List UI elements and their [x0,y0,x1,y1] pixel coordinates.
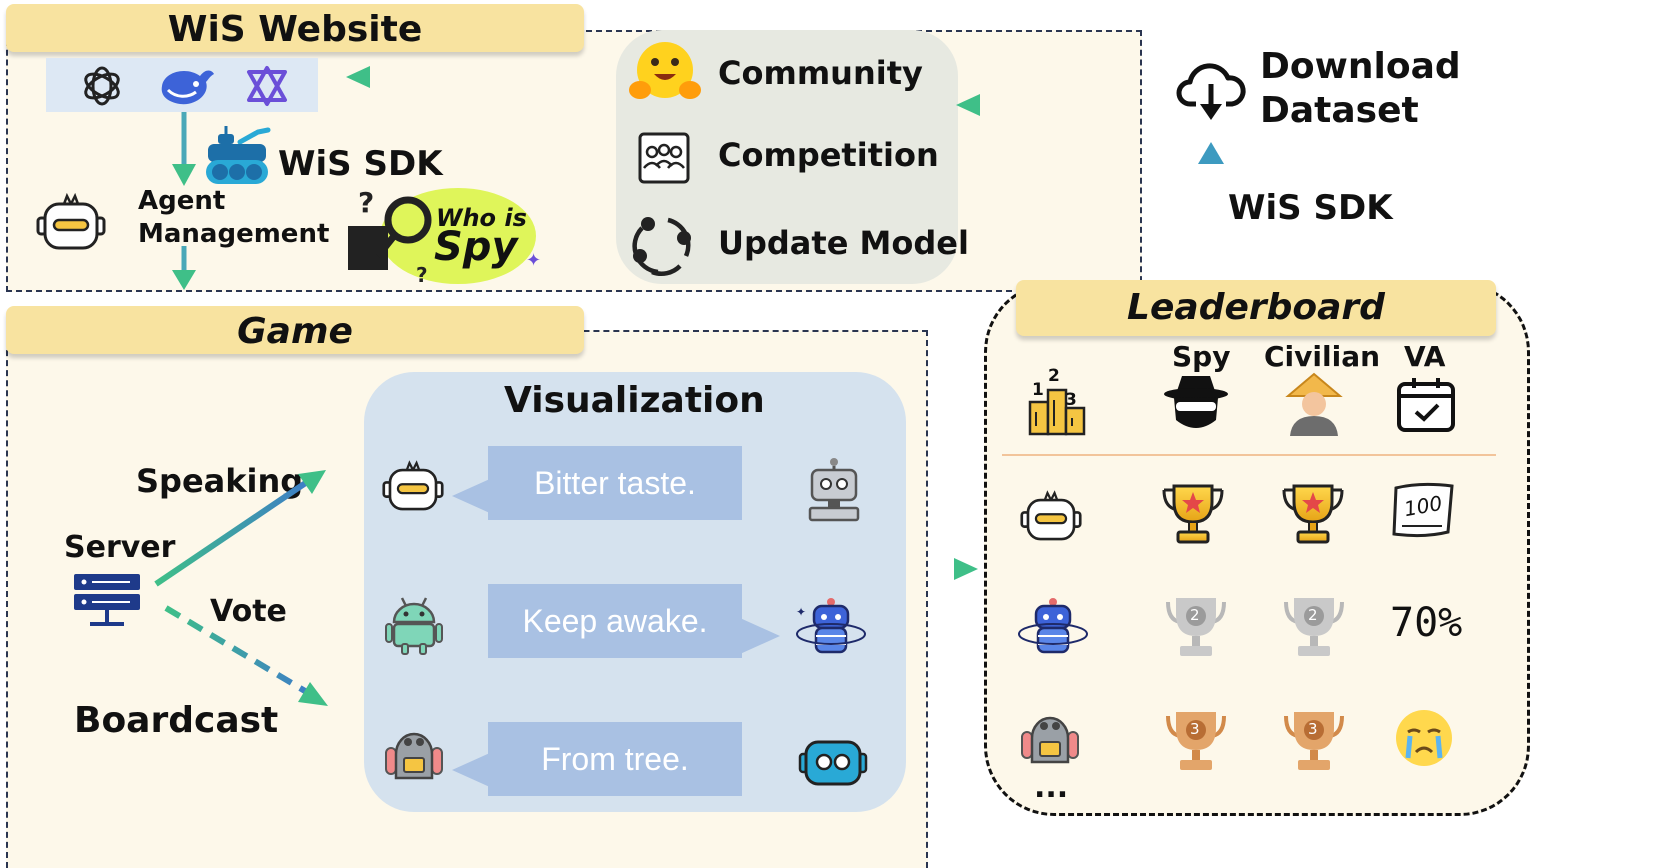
game-title: Game [6,306,584,354]
crying-emoji-icon [1396,710,1452,766]
column-va: VA [1404,340,1446,373]
right-sdk-label: WiS SDK [1228,188,1393,228]
android-robot-icon [385,597,443,655]
download-line2: Dataset [1260,90,1419,131]
website-sdk-label: WiS SDK [278,144,443,184]
download-line1: Download [1260,46,1461,87]
row3-spy-bronze-trophy: 3 [1164,708,1228,772]
who-is-spy-logo: ? ? ✦ Who is Spy [348,184,544,287]
visualization-title: Visualization [504,380,765,421]
arrow-leaderboard-to-download [1198,142,1224,272]
svg-text:✦: ✦ [526,250,541,271]
update-model-label: Update Model [718,224,969,262]
grey-robot-icon [808,458,860,522]
svg-text:?: ? [358,186,374,219]
message-bubble-2: Keep awake. [488,584,742,658]
logo-line1: Who is [436,204,527,232]
arrow-game-to-leaderboard [906,558,978,580]
podium-rank-3: 3 [1065,390,1077,410]
svg-text:?: ? [416,263,428,287]
row1-civilian-gold-trophy-icon [1282,484,1344,544]
svg-text:✦: ✦ [796,605,806,619]
row1-va-score: 100 [1390,480,1460,542]
broadcast-label: Boardcast [74,700,279,741]
row2-spy-rank: 2 [1190,606,1200,624]
competition-label: Competition [718,136,939,174]
leaderboard-title: Leaderboard [1016,280,1496,336]
row2-spy-silver-trophy: 2 [1164,594,1228,658]
hugging-face-icon [629,42,701,99]
podium-rank-1: 1 [1032,380,1044,400]
arrow-download-to-community [956,94,1176,116]
vote-label: Vote [210,594,287,629]
website-title: WiS Website [6,4,584,52]
qwen-icon [247,66,287,106]
arrow-vote [164,605,328,706]
podium-rank-2: 2 [1048,366,1060,386]
agent-management-line2: Management [138,219,330,249]
message-bubble-1: Bitter taste. [488,446,742,520]
row1-spy-gold-trophy-icon [1162,484,1224,544]
logo-line2: Spy [434,224,518,270]
bubble-tail-2 [740,618,780,654]
row2-va-value: 70% [1390,600,1463,646]
calendar-check-icon [1397,378,1455,432]
sdk-robot-icon [206,126,271,184]
row3-civilian-rank: 3 [1308,720,1318,738]
team-icon [638,132,690,184]
row2-agent-icon [1018,598,1088,654]
deepseek-whale-icon [161,70,214,105]
openai-icon [84,66,120,106]
arrow-speaking [154,470,326,587]
yellow-robot-icon [382,460,444,511]
row2-civilian-rank: 2 [1308,606,1318,624]
row3-agent-icon [1021,716,1079,764]
agent-management-line1: Agent [138,186,226,216]
message-bubble-3: From tree. [488,722,742,796]
header-divider [1002,454,1496,456]
cyan-robot-icon [798,740,868,786]
podium-icon: 2 1 3 [1028,366,1086,436]
row1-agent-icon [1020,490,1082,541]
server-icon [74,574,140,626]
blue-astro-robot-icon: ✦ [796,598,866,654]
row3-civilian-bronze-trophy: 3 [1282,708,1346,772]
column-civilian: Civilian [1264,340,1381,373]
community-label: Community [718,54,923,92]
arrow-community-to-website [346,66,610,88]
astronaut-robot-icon [385,732,443,780]
cloud-download-icon [1176,63,1246,120]
civilian-icon [1285,372,1343,436]
agent-robot-icon [36,192,106,250]
bubble-tail-3 [452,752,492,788]
leaderboard-more: ... [1034,770,1069,805]
speaking-label: Speaking [136,462,304,500]
column-spy: Spy [1172,340,1231,373]
row3-spy-rank: 3 [1190,720,1200,738]
arrow-logos-down [172,112,196,186]
cycle-icon [632,217,691,276]
spy-icon [1164,376,1228,428]
row2-civilian-silver-trophy: 2 [1282,594,1346,658]
arrow-website-to-game [172,246,196,290]
server-label: Server [64,530,176,565]
bubble-tail-1 [452,478,492,514]
